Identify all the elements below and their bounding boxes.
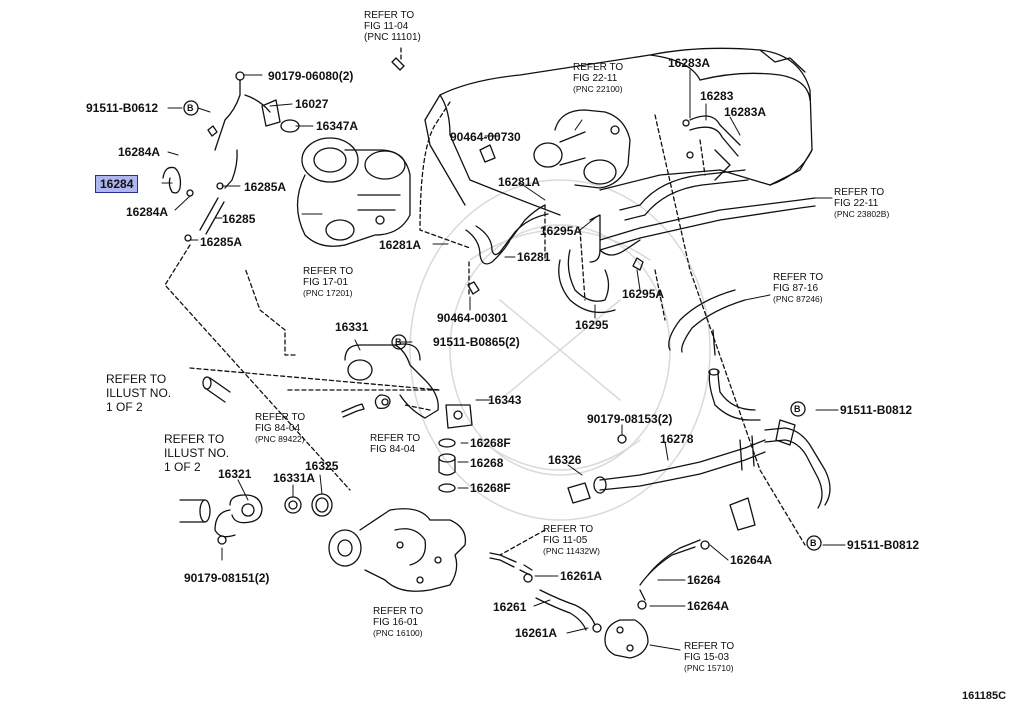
part-label[interactable]: 16261A: [560, 569, 603, 583]
turbocharger: [296, 137, 411, 247]
part-label[interactable]: 90179-08153(2): [587, 412, 673, 426]
part-label[interactable]: 16295A: [622, 287, 665, 301]
part-label[interactable]: 16285A: [200, 235, 243, 249]
b-marker-text: B: [395, 337, 402, 347]
water-inlet-parts: [214, 493, 333, 545]
part-label[interactable]: 16268F: [470, 436, 511, 450]
illustration-code: 161185C: [962, 690, 1007, 702]
part-label[interactable]: 16331A: [273, 471, 316, 485]
part-label[interactable]: 16281: [517, 250, 551, 264]
oil-cooler-hoses: [489, 539, 710, 659]
engine-outline: [424, 47, 813, 216]
dashed-leaders: [164, 47, 806, 556]
part-label[interactable]: 16321: [218, 467, 252, 481]
part-label[interactable]: 90179-06080(2): [268, 69, 354, 83]
water-pipe-16278: [567, 419, 831, 531]
part-label[interactable]: 16285: [222, 212, 256, 226]
part-label[interactable]: 16284A: [118, 145, 161, 159]
part-label[interactable]: 91511-B0812: [847, 538, 920, 552]
b-marker-text: B: [810, 538, 817, 548]
leader-lines: [161, 69, 846, 651]
part-label[interactable]: 16295: [575, 318, 609, 332]
part-label[interactable]: 16264A: [687, 599, 730, 613]
bypass-pipe: [179, 376, 231, 523]
part-label[interactable]: 16283A: [724, 105, 767, 119]
part-label[interactable]: 16295A: [540, 224, 583, 238]
part-label[interactable]: 16264A: [730, 553, 773, 567]
part-label[interactable]: 16325: [305, 459, 339, 473]
part-label[interactable]: 16281A: [379, 238, 422, 252]
bolt-markers: B B B B: [183, 100, 822, 551]
part-label[interactable]: 91511-B0612: [86, 101, 159, 115]
part-label[interactable]: 16284A: [126, 205, 169, 219]
water-bypass-pipes: [599, 115, 816, 251]
part-label[interactable]: 16281A: [498, 175, 541, 189]
part-label[interactable]: 91511-B0812: [840, 403, 913, 417]
oil-pipe-assembly: [162, 71, 300, 242]
part-label[interactable]: 16331: [335, 320, 369, 334]
throttle-body: [533, 109, 631, 189]
dowel-pin: [391, 57, 405, 71]
part-label[interactable]: 16268: [470, 456, 504, 470]
heater-outlet-hose: [668, 289, 761, 421]
part-label[interactable]: 16278: [660, 432, 694, 446]
part-label[interactable]: 16347A: [316, 119, 359, 133]
part-label[interactable]: 16261: [493, 600, 527, 614]
part-label[interactable]: 16283A: [668, 56, 711, 70]
water-pump: [328, 508, 467, 592]
part-label[interactable]: 16264: [687, 573, 721, 587]
part-label[interactable]: 90464-00730: [450, 130, 521, 144]
b-marker-text: B: [187, 103, 194, 113]
water-outlet-housing: [344, 343, 473, 429]
part-label[interactable]: 16268F: [470, 481, 511, 495]
part-label[interactable]: 16283: [700, 89, 734, 103]
part-label[interactable]: 90179-08151(2): [184, 571, 270, 585]
part-label[interactable]: 16343: [488, 393, 522, 407]
part-label[interactable]: 16326: [548, 453, 582, 467]
temperature-sender: [341, 403, 365, 418]
part-label[interactable]: 16027: [295, 97, 329, 111]
part-label[interactable]: 16285A: [244, 180, 287, 194]
part-label[interactable]: 16261A: [515, 626, 558, 640]
watermark: [409, 179, 711, 521]
thermostat-parts: [438, 438, 456, 493]
part-label-highlighted[interactable]: 16284: [95, 175, 139, 193]
b-marker-text: B: [794, 404, 801, 414]
part-label[interactable]: 91511-B0865(2): [433, 335, 520, 349]
part-label[interactable]: 90464-00301: [437, 311, 508, 325]
